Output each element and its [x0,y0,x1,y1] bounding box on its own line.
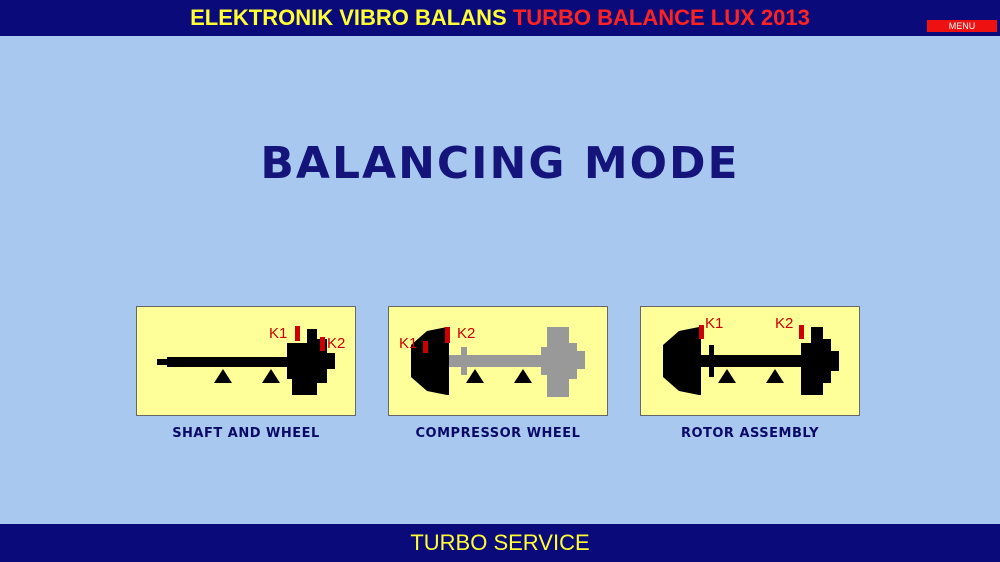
support-triangle [262,369,280,383]
title-bar: ELEKTRONIK VIBRO BALANS TURBO BALANCE LU… [0,0,1000,36]
shaft-tip [157,359,169,365]
turbine-wheel [801,327,839,395]
mode-label-compressor-wheel[interactable]: COMPRESSOR WHEEL [415,426,581,441]
shaft-grey [449,355,559,367]
k2-marker [799,325,804,339]
compressor-wheel [663,327,701,395]
mode-card-compressor-wheel[interactable]: K1 K2 [388,306,608,416]
k1-label: K1 [399,335,417,352]
shaft [167,357,287,367]
footer-bar: TURBO SERVICE [0,524,1000,562]
shaft-and-wheel-diagram: K1 K2 [157,325,345,395]
support-triangle [766,369,784,383]
mode-label-shaft-and-wheel[interactable]: SHAFT AND WHEEL [172,426,320,441]
shaft-collar-grey [461,347,467,375]
compressor-wheel [411,327,449,395]
k1-marker [699,325,704,339]
k2-marker [320,337,325,351]
mode-label-rotor-assembly[interactable]: ROTOR ASSEMBLY [680,426,820,441]
compressor-wheel-diagram: K1 K2 [399,325,585,397]
k2-label: K2 [775,315,793,332]
shaft [696,355,806,367]
k2-label: K2 [457,325,475,342]
k1-marker [423,341,428,353]
mode-card-rotor-assembly[interactable]: K1 K2 [640,306,860,416]
menu-button[interactable]: MENU [927,20,997,32]
k1-label: K1 [269,325,287,342]
page-title: BALANCING MODE [260,138,740,189]
k2-marker [445,327,450,343]
mode-card-shaft-and-wheel[interactable]: K1 K2 [136,306,356,416]
turbine-wheel-grey [541,327,585,397]
k2-label: K2 [327,335,345,352]
k1-label: K1 [705,315,723,332]
footer-text: TURBO SERVICE [410,530,590,555]
app-title-brand: ELEKTRONIK VIBRO BALANS [190,5,507,30]
support-triangle [514,369,532,383]
k1-marker [295,326,300,341]
support-triangle [718,369,736,383]
support-triangle [466,369,484,383]
support-triangle [214,369,232,383]
app-title-product: TURBO BALANCE LUX 2013 [512,5,810,30]
rotor-assembly-diagram: K1 K2 [663,315,839,395]
app-title: ELEKTRONIK VIBRO BALANS TURBO BALANCE LU… [0,5,1000,31]
shaft-collar [709,345,714,377]
